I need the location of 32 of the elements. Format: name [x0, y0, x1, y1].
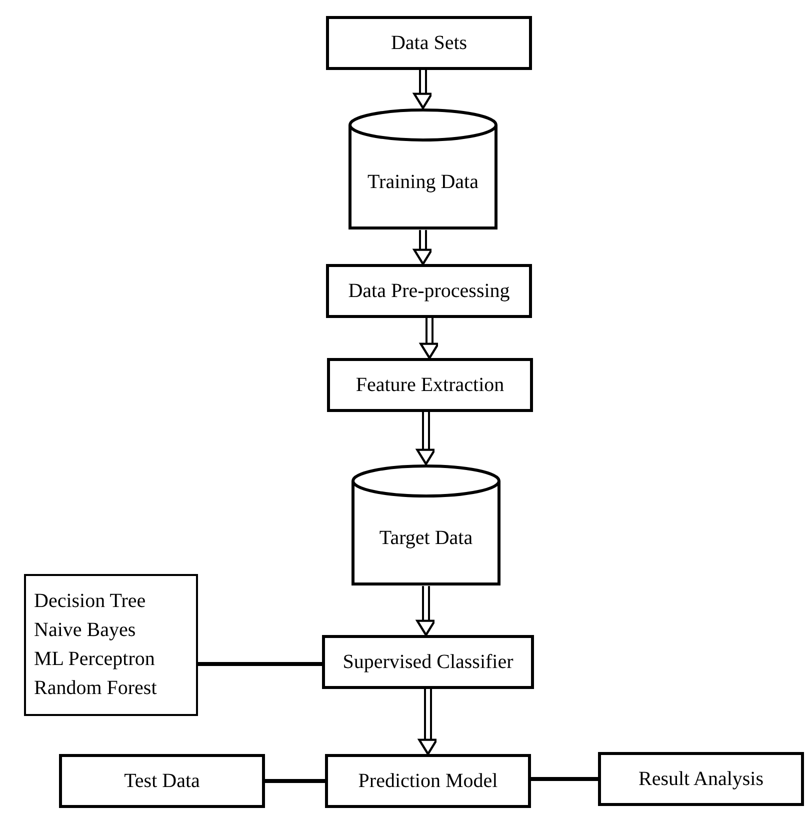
node-label: Feature Extraction [356, 372, 504, 398]
hollow-arrow [416, 585, 436, 636]
node-label: Test Data [124, 768, 200, 794]
node-label: Target Data [379, 526, 473, 551]
node-label: Supervised Classifier [342, 650, 514, 674]
list-item: ML Perceptron [34, 647, 155, 672]
node-label: Result Analysis [638, 766, 764, 792]
list-item: Naive Bayes [34, 618, 136, 643]
process-box [325, 754, 531, 808]
node-label: Training Data [368, 170, 478, 195]
process-box [326, 264, 532, 318]
process-box [322, 635, 534, 689]
process-box [326, 16, 532, 70]
node-label: Prediction Model [358, 768, 498, 794]
list-item: Random Forest [34, 676, 157, 701]
connector-line [198, 662, 322, 666]
list-box [24, 574, 198, 716]
database-cylinder [351, 464, 501, 586]
process-box [598, 752, 804, 806]
hollow-arrow [413, 69, 433, 110]
hollow-arrow [418, 688, 438, 756]
database-cylinder [348, 108, 498, 230]
node-label: Data Pre-processing [348, 278, 510, 304]
process-box [327, 358, 533, 412]
list-item: Decision Tree [34, 589, 146, 614]
hollow-arrow [420, 317, 440, 360]
hollow-arrow [416, 411, 436, 466]
hollow-arrow [413, 229, 433, 266]
connector-line [531, 777, 598, 781]
connector-line [265, 779, 325, 783]
node-label: Data Sets [390, 30, 468, 56]
process-box [59, 754, 265, 808]
